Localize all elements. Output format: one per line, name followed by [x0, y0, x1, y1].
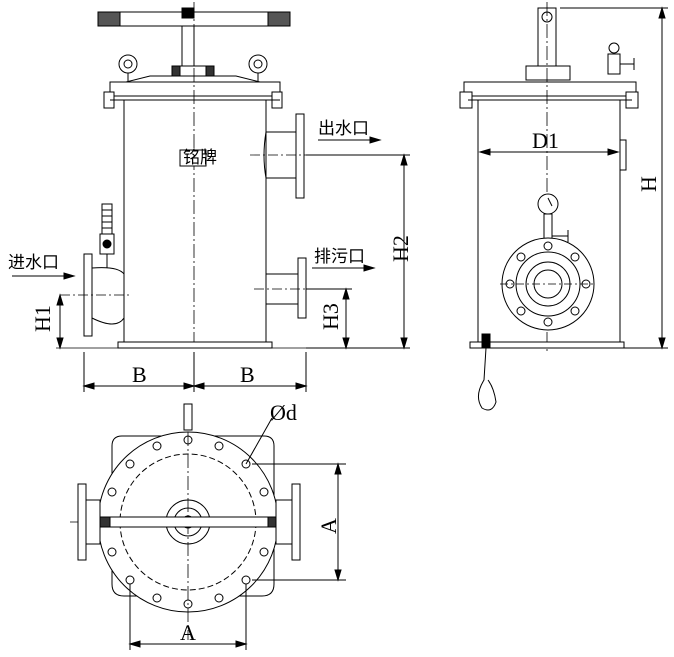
dim-a-horizontal: A — [180, 620, 196, 645]
handle-grip-right — [267, 11, 291, 27]
nameplate-label: 铭牌 — [183, 148, 217, 168]
front-view: 铭牌 B B H1 — [8, 2, 413, 392]
nameplate — [179, 149, 207, 167]
inlet-label: 进水口 — [8, 253, 59, 273]
dim-h3: H3 — [318, 303, 343, 330]
dim-h2: H2 — [388, 235, 413, 262]
handle-nut — [181, 7, 195, 19]
cover-flange — [109, 81, 281, 97]
dim-a-vertical: A — [316, 518, 341, 534]
filter-body — [123, 99, 267, 345]
pressure-gauge-icon — [537, 193, 559, 215]
top-view: Ød A A — [70, 400, 346, 650]
dim-h: H — [636, 176, 661, 192]
dim-phi-d: Ød — [270, 400, 297, 425]
dim-b-left: B — [132, 362, 147, 387]
drain-label: 排污口 — [314, 247, 365, 267]
handle-grip-left — [97, 11, 121, 27]
dim-h1: H1 — [30, 305, 55, 332]
outlet-flange — [295, 113, 305, 199]
dim-d1: D1 — [532, 128, 559, 153]
outlet-label: 出水口 — [318, 119, 369, 139]
side-view: D1 H — [459, 2, 668, 411]
dim-b-right: B — [240, 362, 255, 387]
drain-flange — [297, 257, 307, 319]
